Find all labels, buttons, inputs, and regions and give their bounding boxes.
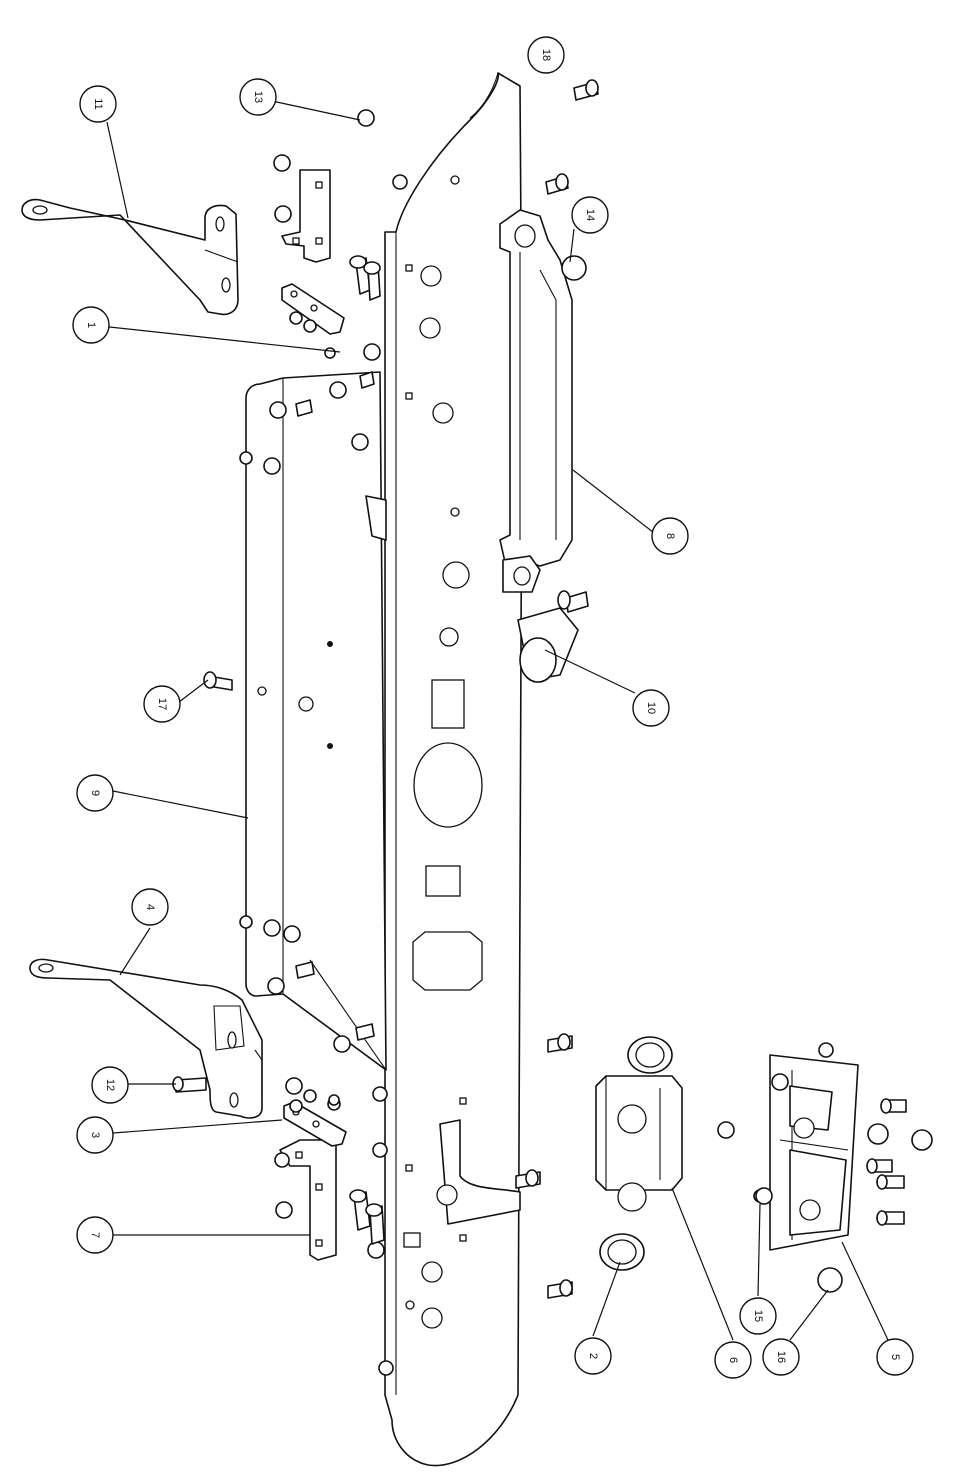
balloon-14: 14 — [572, 197, 608, 233]
balloon-3: 3 — [77, 1117, 113, 1153]
svg-text:8: 8 — [664, 533, 676, 539]
balloon-16: 16 — [763, 1339, 799, 1375]
balloon-10: 10 — [633, 690, 669, 726]
svg-text:9: 9 — [89, 790, 101, 796]
front-panel — [385, 73, 522, 1466]
back-plate — [246, 372, 386, 1070]
svg-text:12: 12 — [104, 1079, 116, 1091]
balloon-17: 17 — [144, 686, 180, 722]
svg-text:15: 15 — [752, 1310, 764, 1322]
balloon-7: 7 — [77, 1217, 113, 1253]
bracket-left-lower — [30, 959, 262, 1118]
balloon-13: 13 — [240, 79, 276, 115]
svg-text:3: 3 — [89, 1132, 101, 1138]
svg-text:5: 5 — [889, 1354, 901, 1360]
svg-text:6: 6 — [727, 1357, 739, 1363]
svg-text:14: 14 — [584, 209, 596, 221]
svg-text:16: 16 — [775, 1351, 787, 1363]
balloon-2: 2 — [575, 1338, 611, 1374]
balloon-15: 15 — [740, 1298, 776, 1334]
balloon-18: 18 — [528, 37, 564, 73]
bracket-left-upper — [22, 200, 238, 315]
svg-text:10: 10 — [645, 702, 657, 714]
svg-text:4: 4 — [144, 904, 156, 910]
balloon-1: 1 — [73, 307, 109, 343]
housing — [596, 1037, 682, 1270]
balloon-4: 4 — [132, 889, 168, 925]
svg-text:2: 2 — [587, 1353, 599, 1359]
svg-text:11: 11 — [92, 98, 104, 109]
balloon-8: 8 — [652, 518, 688, 554]
svg-text:18: 18 — [540, 49, 552, 61]
balloon-9: 9 — [77, 775, 113, 811]
svg-text:7: 7 — [89, 1232, 101, 1238]
balloon-6: 6 — [715, 1342, 751, 1378]
svg-text:17: 17 — [156, 698, 168, 710]
svg-text:1: 1 — [85, 322, 97, 328]
handle — [500, 210, 572, 592]
balloon-12: 12 — [92, 1067, 128, 1103]
balloon-11: 11 — [80, 86, 116, 122]
plug — [518, 608, 578, 682]
balloon-5: 5 — [877, 1339, 913, 1375]
svg-text:13: 13 — [252, 91, 264, 103]
